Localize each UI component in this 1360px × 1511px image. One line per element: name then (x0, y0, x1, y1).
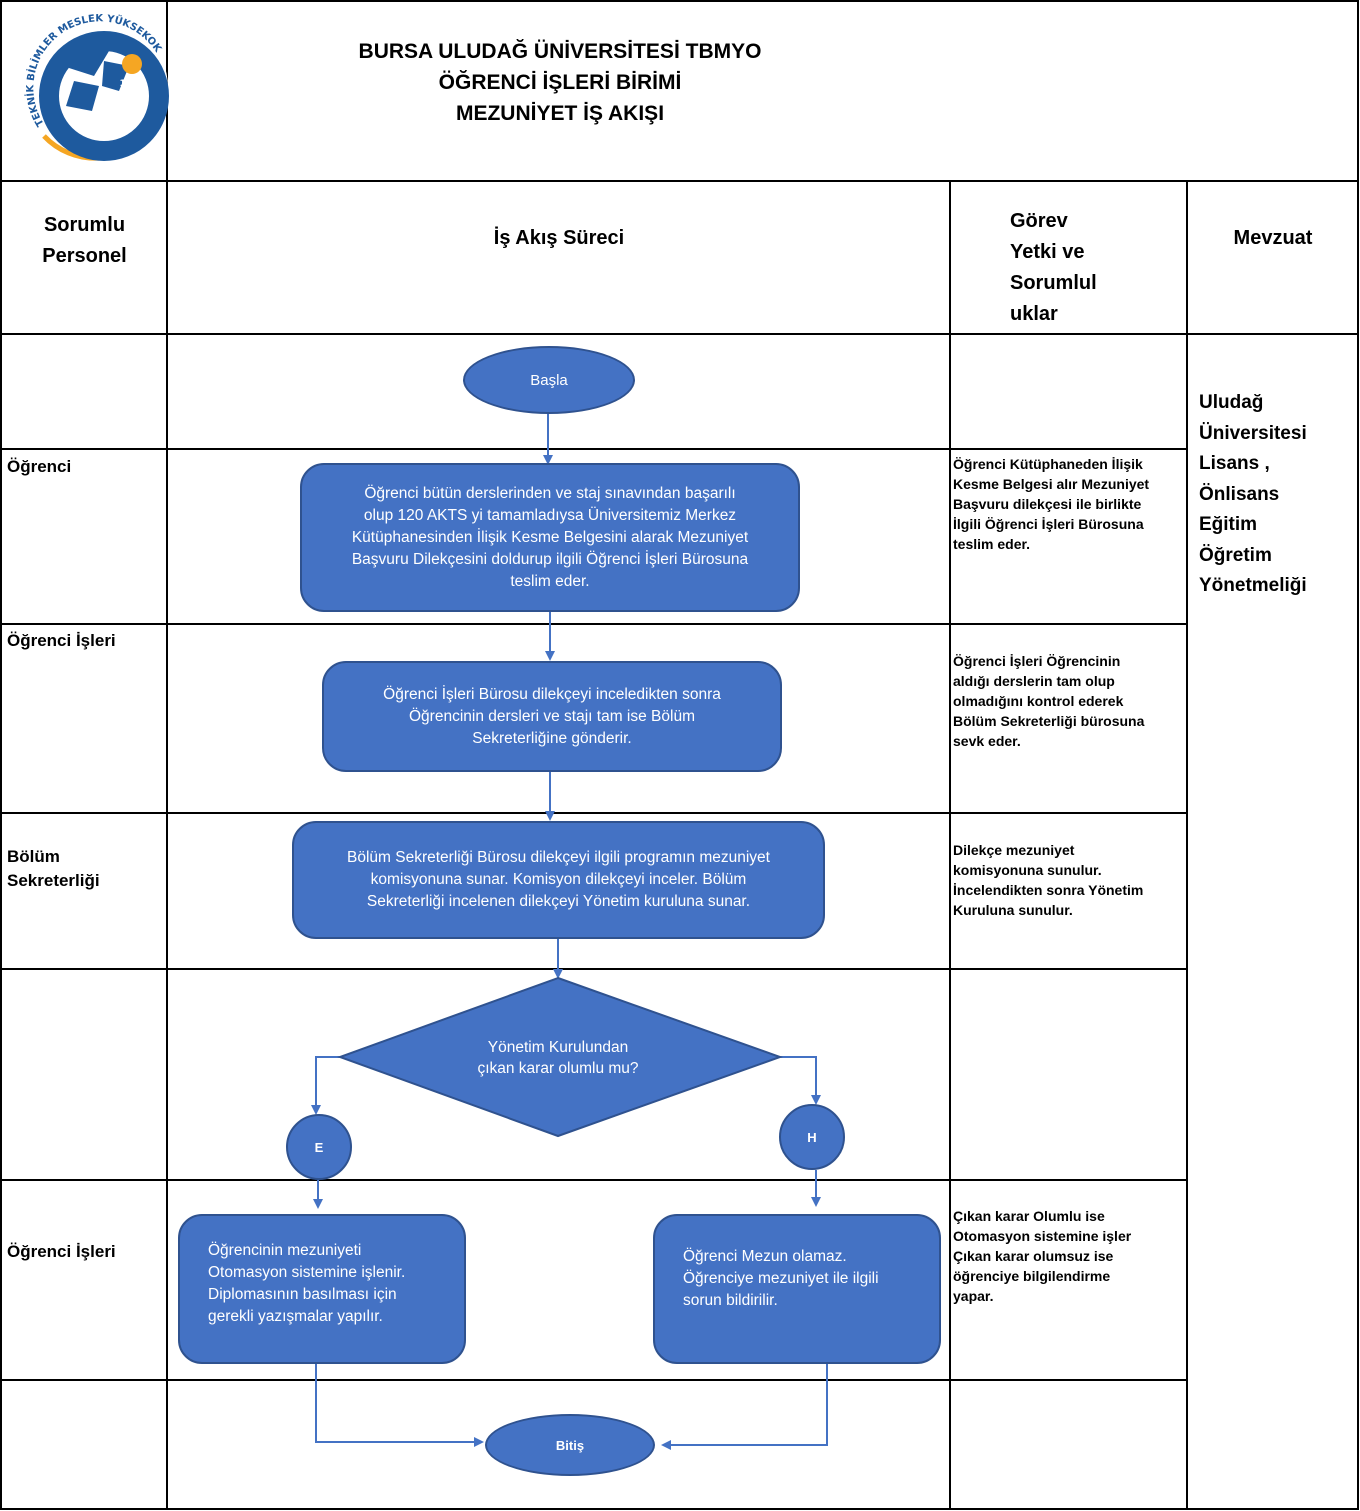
header-personnel-line-2: Personel (42, 245, 127, 267)
title-line-1: BURSA ULUDAĞ ÜNİVERSİTESİ TBMYO (358, 40, 762, 63)
no-connector: H (779, 1104, 845, 1170)
legislation-line: Önlisans (1199, 483, 1280, 505)
duty-2-line: Bölüm Sekreterliği bürosuna (953, 713, 1145, 729)
header-duties: Görev Yetki ve Sorumlul uklar (1010, 206, 1120, 330)
header-duties-line-4: uklar (1010, 303, 1058, 325)
step-student-affairs-review: Öğrenci İşleri Bürosu dilekçeyi inceledi… (322, 661, 782, 772)
step1-line: Öğrenci bütün derslerinden ve staj sınav… (364, 484, 736, 502)
decision-diamond (337, 976, 783, 1138)
legislation-line: Lisans , (1199, 453, 1270, 474)
step3-line: Bölüm Sekreterliği Bürosu dilekçeyi ilgi… (347, 849, 770, 866)
decision-line: Yönetim Kurulundan (487, 1039, 629, 1056)
yes-connector: E (286, 1114, 352, 1180)
role-department-line-2: Sekreterliği (7, 871, 100, 890)
duty-2-line: Öğrenci İşleri Öğrencinin (953, 653, 1121, 669)
duty-1-line: İlgili Öğrenci İşleri Bürosuna (953, 516, 1144, 532)
step2-line: Sekreterliğine gönderir. (472, 729, 632, 747)
step-cannot-graduate: Öğrenci Mezun olamaz. Öğrenciye mezuniye… (653, 1214, 941, 1364)
step2-line: Öğrencinin dersleri ve stajı tam ise Böl… (408, 707, 695, 725)
legislation-line: Öğretim (1199, 544, 1272, 566)
yes-step-line: gerekli yazışmalar yapılır. (208, 1308, 383, 1325)
start-terminal: Başla (463, 346, 635, 414)
duty-3-line: komisyonuna sunulur. (953, 862, 1102, 878)
yes-step-line: Diplomasının basılması için (208, 1286, 397, 1303)
no-step-line: sorun bildirilir. (683, 1292, 778, 1309)
duty-2-line: aldığı derslerin tam olup (953, 673, 1115, 689)
arrow-yes-to-end (315, 1364, 484, 1447)
duty-2-line: olmadığını kontrol ederek (953, 693, 1124, 709)
end-terminal: Bitiş (485, 1414, 655, 1476)
legislation-text: Uludağ Üniversitesi Lisans , Önlisans Eğ… (1199, 388, 1307, 602)
no-step-line: Öğrenci Mezun olamaz. (683, 1248, 847, 1265)
step2-line: Öğrenci İşleri Bürosu dilekçeyi inceledi… (383, 685, 721, 703)
legislation-line: Uludağ (1199, 392, 1264, 413)
university-logo: TEKNİK BİLİMLER MESLEK YÜKSEKOKULU 1986 (14, 6, 169, 162)
header-personnel-line-1: Sorumlu (43, 214, 126, 236)
duty-4-line: Otomasyon sistemine işler (953, 1228, 1132, 1244)
role-student-affairs: Öğrenci İşleri (7, 631, 116, 650)
duty-2-line: sevk eder. (953, 733, 1021, 749)
step3-line: Sekreterliği incelenen dilekçeyi Yönetim… (366, 893, 751, 910)
legislation-line: Eğitim (1199, 514, 1258, 535)
header-duties-line-3: Sorumlul (1010, 272, 1097, 294)
duty-4-line: yapar. (953, 1288, 994, 1304)
role-department-secretariat: Bölüm Sekreterliği (7, 845, 100, 893)
step1-line: olup 120 AKTS yi tamamladıysa Üniversite… (363, 506, 737, 524)
legislation-line: Yönetmeliği (1199, 575, 1307, 596)
page-title: BURSA ULUDAĞ ÜNİVERSİTESİ TBMYO ÖĞRENCİ … (170, 36, 950, 129)
yes-step-line: Otomasyon sistemine işlenir. (208, 1264, 406, 1281)
logo-year: 1986 (119, 79, 144, 89)
yes-step-line: Öğrencinin mezuniyeti (208, 1242, 362, 1259)
step1-line: Kütüphanesinden İlişik Kesme Belgesini a… (351, 528, 749, 546)
decision-text: Yönetim Kurulundan çıkan karar olumlu mu… (400, 1037, 716, 1079)
duty-4-line: öğrenciye bilgilendirme (953, 1268, 1111, 1284)
header-legislation: Mevzuat (1233, 227, 1313, 249)
role-student: Öğrenci (7, 457, 72, 476)
role-department-line-1: Bölüm (7, 847, 60, 866)
duty-3: Dilekçe mezuniyet komisyonuna sunulur. İ… (953, 840, 1185, 920)
duty-3-line: Kuruluna sunulur. (953, 902, 1073, 918)
duty-2: Öğrenci İşleri Öğrencinin aldığı dersler… (953, 651, 1185, 751)
step-student-application: Öğrenci bütün derslerinden ve staj sınav… (300, 463, 800, 612)
title-line-2: ÖĞRENCİ İŞLERİ BİRİMİ (438, 71, 682, 94)
duty-1: Öğrenci Kütüphaneden İlişik Kesme Belges… (953, 454, 1185, 554)
header-personnel: Sorumlu Personel (2, 210, 167, 272)
legislation-line: Üniversitesi (1199, 422, 1307, 444)
header-process: İş Akış Süreci (493, 227, 625, 249)
step1-line: Başvuru Dilekçesini doldurup ilgili Öğre… (351, 550, 749, 568)
decision-line: çıkan karar olumlu mu? (477, 1060, 639, 1077)
duty-3-line: İncelendikten sonra Yönetim (953, 882, 1144, 898)
duty-4-line: Çıkan karar Olumlu ise (953, 1208, 1105, 1224)
duty-4-line: Çıkan karar olumsuz ise (953, 1248, 1114, 1264)
no-step-line: Öğrenciye mezuniyet ile ilgili (683, 1270, 879, 1287)
duty-3-line: Dilekçe mezuniyet (953, 842, 1075, 858)
header-duties-line-1: Görev (1010, 210, 1068, 232)
duty-1-line: Öğrenci Kütüphaneden İlişik (953, 456, 1143, 472)
arrow-decision-to-yes (311, 1056, 340, 1115)
arrow-decision-to-no (780, 1056, 821, 1105)
role-student-affairs-2: Öğrenci İşleri (7, 1242, 116, 1261)
step-graduation-recorded: Öğrencinin mezuniyeti Otomasyon sistemin… (178, 1214, 466, 1364)
step-department-commission: Bölüm Sekreterliği Bürosu dilekçeyi ilgi… (292, 821, 825, 939)
step3-line: komisyonuna sunar. Komisyon dilekçeyi in… (370, 871, 747, 888)
step1-line: teslim eder. (510, 572, 590, 590)
title-line-3: MEZUNİYET İŞ AKIŞI (455, 102, 665, 125)
header-duties-line-2: Yetki ve (1010, 241, 1085, 263)
duty-1-line: Kesme Belgesi alır Mezuniyet (953, 476, 1150, 492)
duty-1-line: teslim eder. (953, 536, 1031, 552)
duty-1-line: Başvuru dilekçesi ile birlikte (953, 496, 1142, 512)
duty-4: Çıkan karar Olumlu ise Otomasyon sistemi… (953, 1206, 1185, 1306)
arrow-no-to-end (661, 1364, 828, 1450)
